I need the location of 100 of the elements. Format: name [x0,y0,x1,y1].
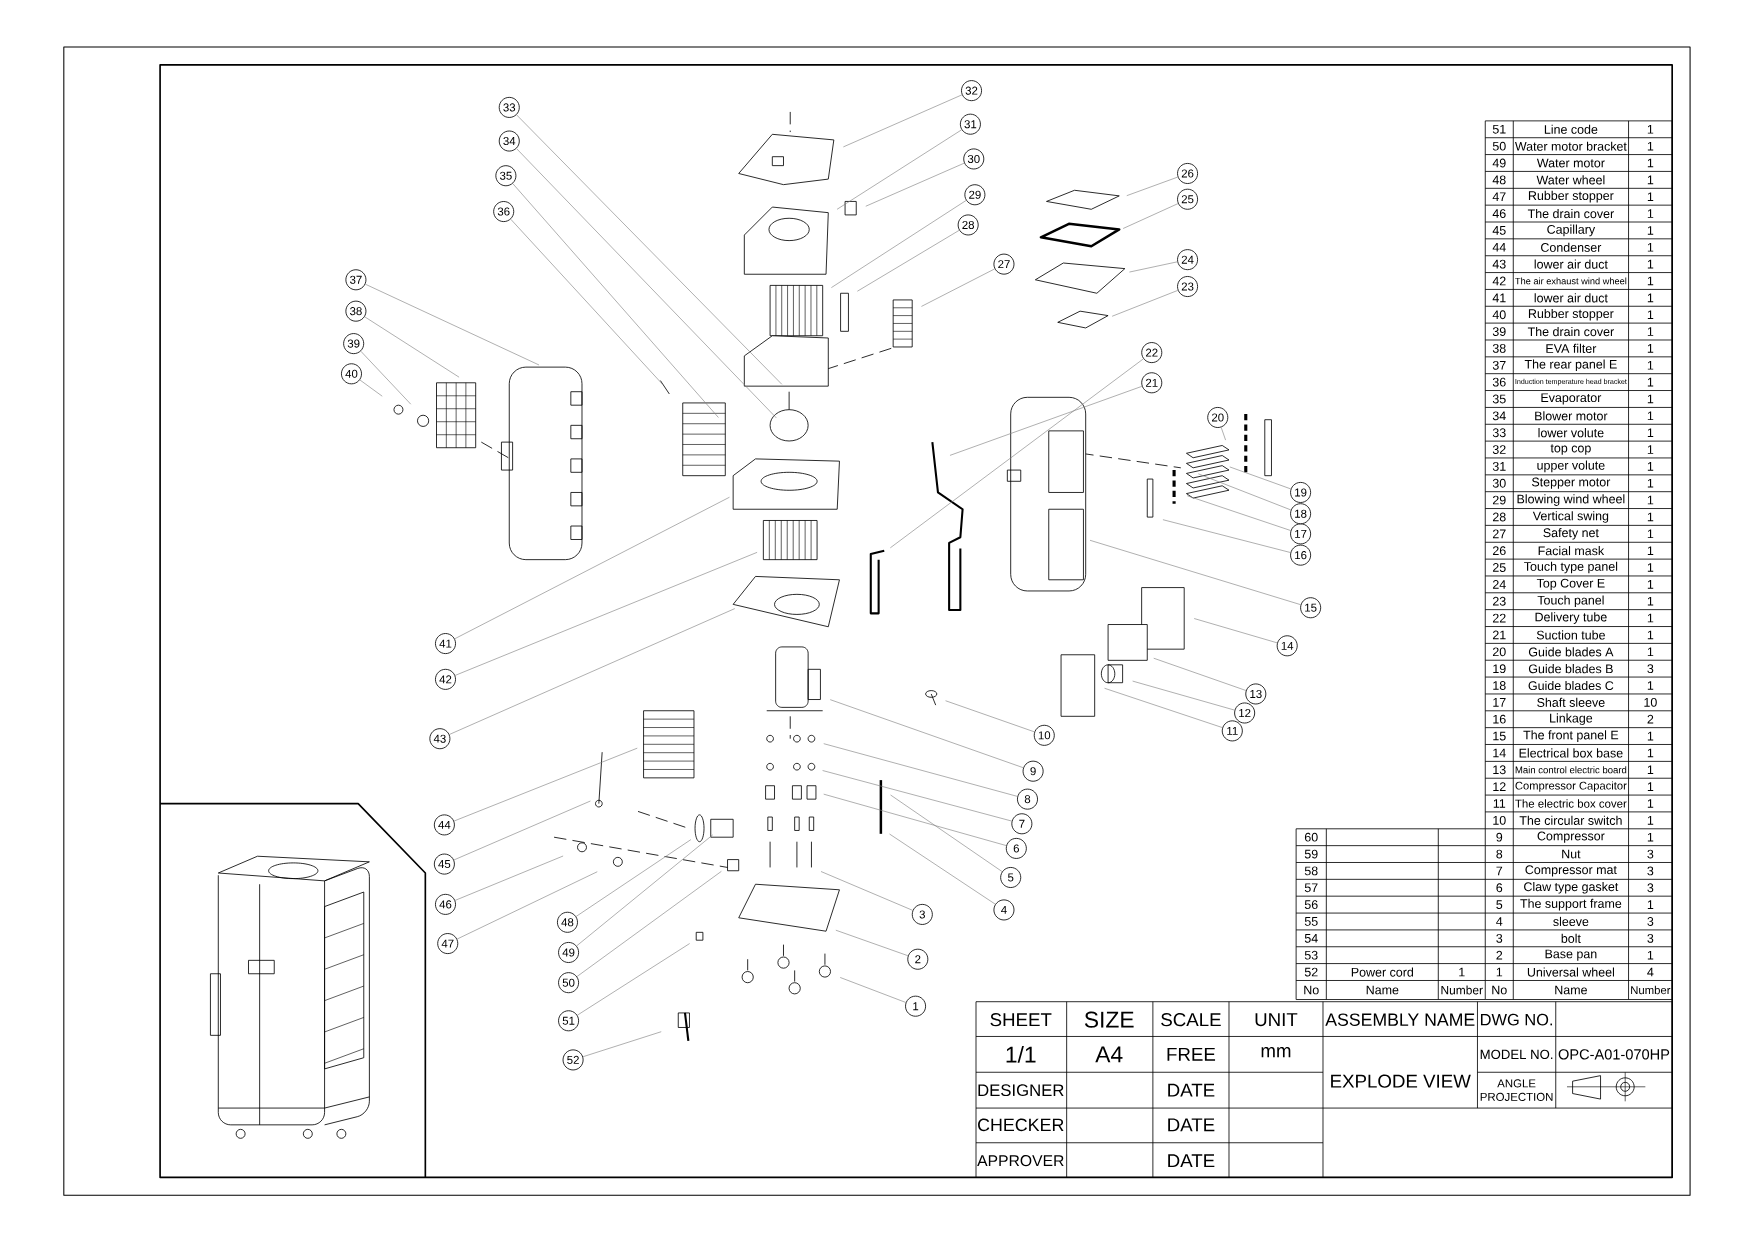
title-block-cell: OPC-A01-070HP [1558,1049,1670,1060]
table-cell: 3 [1647,849,1654,859]
table-cell: 27 [1492,529,1506,539]
table-cell: 51 [1492,124,1506,134]
leader-line [890,358,1144,549]
leader-line [575,839,692,917]
table-cell: upper volute [1537,460,1605,473]
table-cell: 32 [1492,445,1506,454]
title-block-cell: DATE [1168,1154,1215,1168]
leader-line [456,871,598,940]
callout-number: 8 [1017,788,1038,810]
leader-line [364,316,460,378]
callout-number: 52 [562,1049,584,1071]
table-cell: 4 [1647,967,1654,977]
table-cell: 45 [1492,226,1506,235]
callout-number: 21 [1141,372,1163,394]
title-block-cell: DESIGNER [978,1084,1064,1096]
leader-line [857,229,960,292]
table-cell: 1 [1647,141,1654,151]
leader-line [945,700,1035,733]
table-cell: Rubber stopper [1528,190,1614,203]
table-cell: 1 [1647,832,1654,842]
title-block-cell: SHEET [990,1013,1052,1027]
table-cell: Water motor [1536,158,1605,168]
table-cell: 1 [1647,259,1654,269]
table-cell: 40 [1492,310,1506,320]
callout-number: 18 [1290,503,1312,525]
leader-line [453,800,591,861]
table-cell: Top Cover E [1536,578,1605,590]
callout-number: 41 [435,633,456,654]
table-cell: 44 [1492,242,1506,252]
leader-line [889,833,996,905]
table-cell: Number [1441,985,1483,995]
table-cell: 1 [1647,748,1654,758]
callout-number: 45 [433,853,455,875]
table-cell: Guide blades A [1528,647,1614,657]
table-cell: Name [1555,985,1587,995]
table-cell: 1 [1647,799,1654,808]
table-cell: 14 [1493,748,1506,758]
leader-line [576,834,714,947]
table-cell: Name [1366,985,1399,995]
table-cell: 1 [1647,276,1654,286]
table-cell: 1 [1647,293,1654,303]
table-cell: Touch type panel [1524,561,1618,574]
table-cell: Capillary [1547,224,1596,237]
leader-line [449,608,736,735]
table-cell: 4 [1496,917,1503,926]
callout-number: 13 [1245,683,1267,705]
table-cell: 29 [1492,495,1506,505]
table-cell: 46 [1492,209,1506,218]
table-cell: Compressor [1537,831,1605,843]
table-cell: lower air duct [1534,293,1608,303]
table-cell: Nut [1562,849,1581,859]
callout-number: 39 [343,333,365,354]
table-cell: 34 [1492,411,1506,421]
leader-line [890,794,1003,872]
callout-number: 24 [1177,249,1199,271]
table-cell: Electrical box base [1519,748,1623,758]
table-cell: 8 [1496,849,1503,859]
table-cell: 10 [1493,815,1506,825]
table-cell: 16 [1493,714,1506,724]
leader-line [1193,618,1278,644]
leader-line [510,218,663,385]
leader-line [365,283,540,366]
leader-line [921,268,995,307]
leader-line [516,114,783,385]
table-cell: Blower motor [1535,411,1608,421]
leader-line [823,743,1018,797]
table-cell: 20 [1492,647,1506,657]
table-cell: No [1492,985,1507,995]
table-cell: The electric box cover [1515,799,1627,808]
table-cell: 24 [1492,580,1506,589]
callout-number: 2 [907,948,929,970]
leader-line [820,871,913,911]
callout-number: 25 [1177,188,1199,210]
leader-line [835,929,909,956]
callout-number: 32 [961,80,982,102]
callout-number: 22 [1141,342,1163,363]
title-block-cell: EXPLODE VIEW [1331,1074,1471,1088]
table-cell: 36 [1492,377,1506,387]
table-cell: 3 [1647,933,1654,943]
table-cell: Guide blades B [1528,664,1613,674]
leader-line [582,1031,662,1057]
callout-number: 36 [493,201,515,222]
table-cell: 1 [1647,647,1654,657]
callout-number: 26 [1177,162,1199,184]
leader-line [576,870,722,977]
callout-number: 37 [345,269,367,291]
table-cell: 56 [1304,900,1318,909]
table-cell: 50 [1492,141,1506,151]
table-cell: 1 [1647,630,1654,640]
leader-line [949,385,1143,456]
table-cell: 1 [1647,596,1654,606]
callout-number: 42 [435,668,456,690]
callout-number: 28 [957,214,979,236]
table-cell: 37 [1492,360,1506,370]
table-cell: Water wheel [1536,175,1605,185]
callout-number: 30 [963,148,985,170]
table-cell: 21 [1492,630,1506,640]
table-cell: The rear panel E [1524,359,1617,372]
